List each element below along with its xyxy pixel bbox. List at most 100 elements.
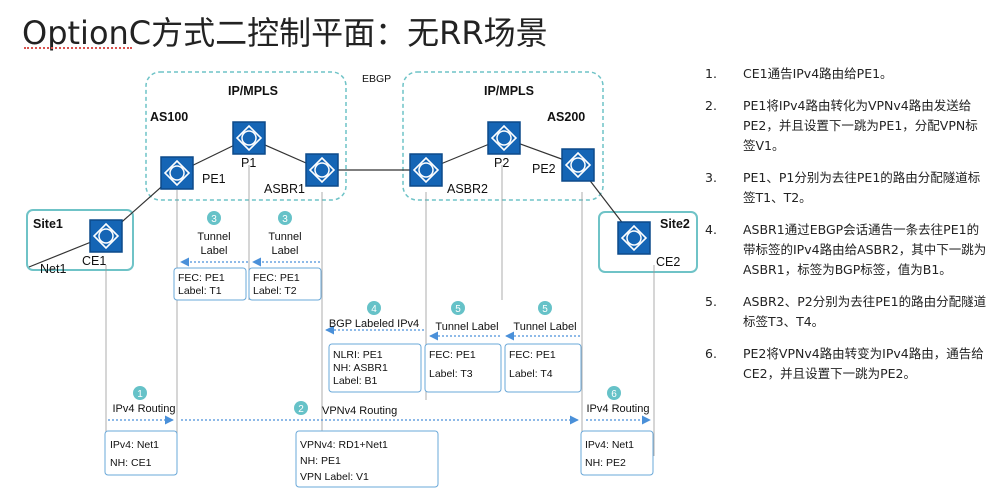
annotation: 5 Tunnel Label — [513, 301, 577, 333]
step-badge — [207, 211, 221, 225]
step-text: PE2将VPNv4路由转变为IPv4路由，通告给CE2，并且设置下一跳为PE2。 — [743, 346, 984, 381]
svg-text:FEC: PE1: FEC: PE1 — [253, 272, 300, 284]
as100-cloud-label: IP/MPLS — [228, 84, 278, 98]
asbr2-label: ASBR2 — [447, 182, 488, 196]
step-item: 2. PE1将IPv4路由转化为VPNv4路由发送给PE2，并且设置下一跳为PE1… — [705, 96, 987, 156]
svg-text:VPN Label: V1: VPN Label: V1 — [300, 471, 369, 483]
step-list: 1. CE1通告IPv4路由给PE1。 2. PE1将IPv4路由转化为VPNv4路… — [705, 64, 987, 396]
annotation: 3 Tunnel Label — [197, 211, 231, 257]
as200-cloud-label: IP/MPLS — [484, 84, 534, 98]
pe1-label: PE1 — [202, 172, 226, 186]
step-text: PE1将IPv4路由转化为VPNv4路由发送给PE2，并且设置下一跳为PE1，分… — [743, 98, 978, 153]
annotation-text: Label — [201, 245, 228, 257]
p1-router-icon — [232, 121, 266, 155]
annotation: 1 IPv4 Routing — [113, 386, 176, 415]
step-badge — [294, 401, 308, 415]
asbr1-router-icon — [305, 153, 339, 187]
svg-text:NH: CE1: NH: CE1 — [110, 457, 152, 469]
svg-text:FEC: PE1: FEC: PE1 — [509, 349, 556, 361]
info-box: NLRI: PE1 NH: ASBR1 Label: B1 — [328, 343, 422, 393]
svg-text:NH: PE1: NH: PE1 — [300, 455, 341, 467]
ce1-label: CE1 — [82, 254, 106, 268]
step-number: 1. — [705, 66, 717, 81]
annotation-text: Tunnel — [268, 231, 301, 243]
ce2-router-icon — [617, 221, 651, 255]
info-box: FEC: PE1 Label: T3 — [424, 343, 502, 393]
pe1-router-icon — [160, 156, 194, 190]
step-text: PE1、P1分别为去往PE1的路由分配隧道标签T1、T2。 — [743, 170, 981, 205]
svg-text:IPv4: Net1: IPv4: Net1 — [585, 439, 634, 451]
step-number: 2. — [705, 98, 717, 113]
annotation-text: Tunnel — [197, 231, 230, 243]
annotation: 5 Tunnel Label — [435, 301, 499, 333]
pe2-router-icon — [561, 148, 595, 182]
step-badge — [451, 301, 465, 315]
annotation-text: BGP Labeled IPv4 — [329, 318, 419, 330]
step-text: ASBR2、P2分别为去往PE1的路由分配隧道标签T3、T4。 — [743, 294, 987, 329]
step-item: 3. PE1、P1分别为去往PE1的路由分配隧道标签T1、T2。 — [705, 168, 987, 208]
step-badge-number: 3 — [211, 214, 217, 225]
step-badge-number: 5 — [542, 304, 548, 315]
p2-label: P2 — [494, 156, 509, 170]
step-badge-number: 1 — [137, 389, 143, 400]
annotation-text: Tunnel Label — [435, 321, 498, 333]
p1-label: P1 — [241, 156, 256, 170]
spellcheck-underline — [24, 44, 132, 49]
svg-text:NLRI: PE1: NLRI: PE1 — [333, 349, 383, 361]
step-text: ASBR1通过EBGP会话通告一条去往PE1的带标签的IPv4路由给ASBR2，… — [743, 222, 987, 277]
annotation: 4 BGP Labeled IPv4 — [329, 301, 419, 330]
ebgp-label: EBGP — [362, 73, 391, 85]
svg-text:FEC: PE1: FEC: PE1 — [429, 349, 476, 361]
annotation-text: VPNv4 Routing — [322, 405, 397, 417]
timeline-lines — [105, 165, 655, 456]
step-number: 3. — [705, 170, 717, 185]
as200-label: AS200 — [547, 110, 585, 124]
route-arrows — [108, 257, 651, 425]
annotation: 6 IPv4 Routing — [587, 386, 650, 415]
info-box: FEC: PE1 Label: T1 — [173, 267, 247, 301]
annotation: 3 Tunnel Label — [268, 211, 302, 257]
as100-label: AS100 — [150, 110, 188, 124]
site2-label: Site2 — [660, 217, 690, 231]
info-box: VPNv4: RD1+Net1 NH: PE1 VPN Label: V1 — [295, 430, 439, 488]
info-box: IPv4: Net1 NH: CE1 — [104, 430, 178, 476]
step-number: 5. — [705, 294, 717, 309]
svg-text:NH: ASBR1: NH: ASBR1 — [333, 362, 388, 374]
step-badge — [367, 301, 381, 315]
step-badge — [278, 211, 292, 225]
info-box: FEC: PE1 Label: T2 — [248, 267, 322, 301]
svg-text:Label: T2: Label: T2 — [253, 285, 297, 297]
svg-text:Label: T1: Label: T1 — [178, 285, 222, 297]
svg-text:VPNv4: RD1+Net1: VPNv4: RD1+Net1 — [300, 439, 388, 451]
step-badge-number: 2 — [298, 404, 304, 415]
asbr2-router-icon — [409, 153, 443, 187]
svg-text:IPv4: Net1: IPv4: Net1 — [110, 439, 159, 451]
info-box: IPv4: Net1 NH: PE2 — [580, 430, 654, 476]
p2-router-icon — [487, 121, 521, 155]
pe2-label: PE2 — [532, 162, 556, 176]
annotation-text: IPv4 Routing — [113, 403, 176, 415]
step-item: 5. ASBR2、P2分别为去往PE1的路由分配隧道标签T3、T4。 — [705, 292, 987, 332]
step-item: 1. CE1通告IPv4路由给PE1。 — [705, 64, 987, 84]
step-number: 4. — [705, 222, 717, 237]
step-badge-number: 4 — [371, 304, 377, 315]
svg-text:FEC: PE1: FEC: PE1 — [178, 272, 225, 284]
annotation-text: Label — [272, 245, 299, 257]
annotation-text: IPv4 Routing — [587, 403, 650, 415]
step-text: CE1通告IPv4路由给PE1。 — [743, 66, 893, 81]
step-badge — [607, 386, 621, 400]
net1-label: Net1 — [40, 262, 66, 276]
annotation-text: Tunnel Label — [513, 321, 576, 333]
asbr1-label: ASBR1 — [264, 182, 305, 196]
ce2-label: CE2 — [656, 255, 680, 269]
annotation: 2 VPNv4 Routing — [294, 401, 397, 417]
step-badge-number: 6 — [611, 389, 617, 400]
step-item: 4. ASBR1通过EBGP会话通告一条去往PE1的带标签的IPv4路由给ASBR… — [705, 220, 987, 280]
svg-text:Label: T3: Label: T3 — [429, 368, 473, 380]
svg-text:Label: T4: Label: T4 — [509, 368, 553, 380]
site1-label: Site1 — [33, 217, 63, 231]
info-box: FEC: PE1 Label: T4 — [504, 343, 582, 393]
step-badge — [538, 301, 552, 315]
step-badge-number: 3 — [282, 214, 288, 225]
step-number: 6. — [705, 346, 717, 361]
